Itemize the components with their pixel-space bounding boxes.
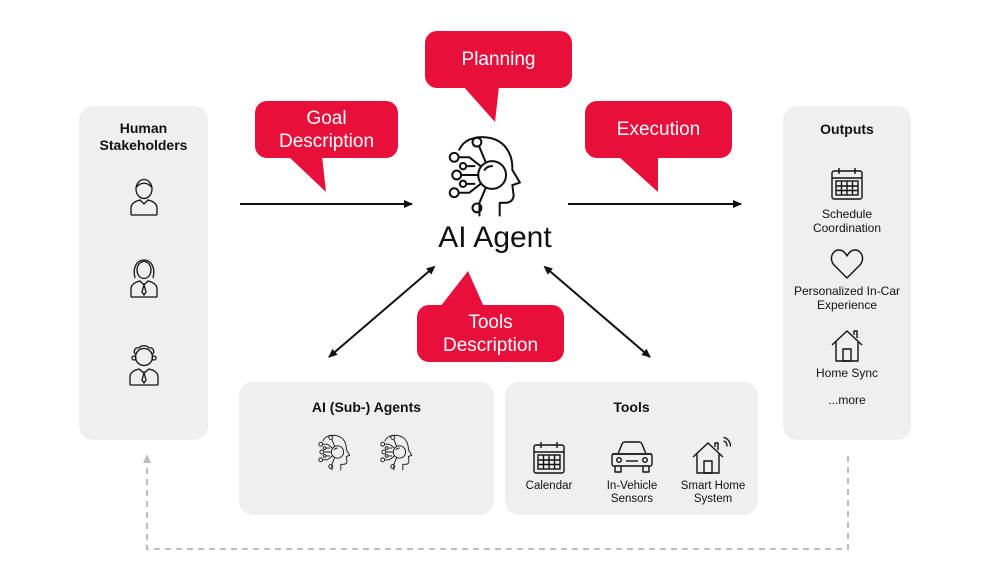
- goal-bubble-text: Goal Description: [278, 107, 375, 152]
- execution-bubble-tail: [618, 156, 658, 192]
- goal-bubble: Goal Description: [255, 101, 398, 158]
- sub-agents-panel: AI (Sub-) Agents: [239, 382, 494, 515]
- planning-bubble-tail: [463, 86, 499, 122]
- execution-bubble-text: Execution: [616, 119, 701, 140]
- human-stakeholders-title: Human Stakeholders: [99, 120, 188, 153]
- planning-bubble: Planning: [425, 31, 572, 88]
- person-icon: [129, 345, 159, 386]
- tools-panel: Tools Calendar In-Vehicle Sensors Smart …: [505, 382, 758, 515]
- tools-title: Tools: [613, 399, 650, 415]
- planning-bubble-text: Planning: [461, 49, 536, 70]
- sub-agents-title: AI (Sub-) Agents: [311, 399, 422, 415]
- goal-bubble-tail: [288, 156, 326, 192]
- person-icon: [130, 178, 158, 216]
- tools-arrow: [543, 265, 651, 358]
- output-more: ...more: [828, 393, 866, 407]
- heart-icon: [830, 249, 864, 279]
- woman-icon: [130, 259, 158, 298]
- outputs-title: Outputs: [820, 121, 874, 137]
- output-label-in-car: Personalized In-Car Experience: [793, 284, 901, 312]
- tool-label-smart-home: Smart Home System: [680, 480, 746, 505]
- tools-bubble-text: Tools Description: [442, 311, 539, 356]
- tool-label-sensors: In-Vehicle Sensors: [606, 480, 658, 505]
- sub-agents-arrow: [328, 265, 436, 358]
- human-stakeholders-panel: Human Stakeholders: [79, 106, 208, 440]
- smart-home-icon: [692, 436, 732, 474]
- feedback-loop: [143, 454, 849, 550]
- ai-agent-title: AI Agent: [438, 221, 552, 254]
- outputs-panel: Outputs Schedule Coordination Personaliz…: [783, 106, 911, 440]
- output-label-home-sync: Home Sync: [815, 366, 879, 380]
- tools-bubble: Tools Description: [417, 305, 564, 362]
- tools-bubble-tail: [440, 271, 484, 307]
- execution-bubble: Execution: [585, 101, 732, 158]
- ai-head-icon: [448, 136, 521, 217]
- car-icon: [611, 441, 653, 473]
- tool-label-calendar: Calendar: [525, 480, 573, 492]
- output-label-schedule: Schedule Coordination: [812, 207, 882, 235]
